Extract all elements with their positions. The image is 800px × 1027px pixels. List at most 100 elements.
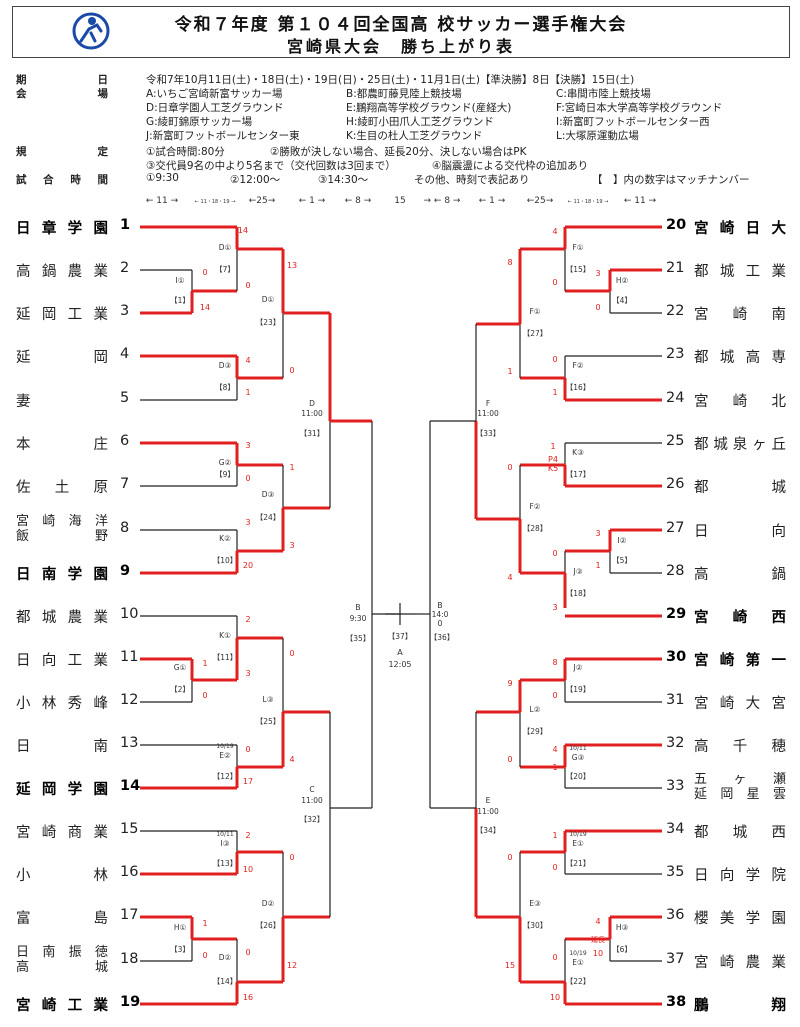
score-label: 1: [552, 763, 557, 772]
score-label: 1: [550, 442, 555, 451]
team-name: 日向工業: [16, 653, 108, 669]
score-label: 4: [595, 917, 600, 926]
team-number: 20: [666, 217, 687, 233]
period-label: 期 日: [16, 74, 108, 86]
venue-label: 会 場: [16, 88, 108, 100]
match-number-note: 【 】内の数字はマッチナンバー: [592, 174, 750, 186]
bracket-label: 【4】: [612, 296, 632, 305]
team-name: 高 千 穂: [694, 739, 786, 755]
score-label: 0: [245, 281, 250, 290]
score-label: 1: [289, 463, 294, 472]
score-label: 4: [552, 227, 557, 236]
date-row-right: → ← 8 →: [424, 196, 461, 206]
venue-i: I:新富町フットボールセンター西: [556, 116, 710, 128]
team-name: 日南振徳高 城: [16, 945, 108, 975]
federation-logo-icon: [72, 12, 110, 50]
team-number: 17: [120, 907, 139, 923]
time-1: ①9:30: [146, 172, 179, 184]
bracket-label: 10/19: [569, 950, 586, 957]
team-name: 高 鍋: [694, 567, 786, 583]
bracket-label: 12:05: [388, 660, 411, 669]
rule-4: ④脳震盪による交代枠の追加あり: [432, 160, 589, 172]
venue-e: E:鵬翔高等学校グラウンド(産経大): [346, 102, 512, 114]
team-number: 34: [666, 821, 685, 837]
score-label: 3: [552, 603, 557, 612]
score-label: 1: [245, 388, 250, 397]
team-number: 7: [120, 476, 130, 492]
score-label: 0: [507, 463, 512, 472]
title-box: 令和７年度 第１０４回全国高 校サッカー選手権大会 宮崎県大会 勝ち上がり表: [12, 6, 790, 58]
team-number: 3: [120, 303, 130, 319]
bracket-label: G①: [174, 663, 187, 672]
bracket-label: E②: [219, 751, 231, 760]
bracket-label: D①: [262, 295, 275, 304]
bracket-label: F①: [529, 307, 540, 316]
team-number: 21: [666, 260, 685, 276]
score-label: 0: [289, 366, 294, 375]
tournament-info: 期 日 令和7年10月11日(土)・18日(土)・19日(日)・25日(土)・1…: [0, 70, 800, 190]
score-label: 13: [287, 261, 297, 270]
bracket-label: 【25】: [256, 717, 281, 726]
team-number: 5: [120, 390, 130, 406]
bracket-label: 【17】: [566, 470, 591, 479]
team-number: 25: [666, 433, 685, 449]
bracket-label: 11:00: [477, 409, 499, 418]
score-label: 3: [595, 529, 600, 538]
bracket-label: 【13】: [213, 859, 238, 868]
bracket-label: B: [355, 603, 360, 612]
bracket-label: 【15】: [566, 265, 591, 274]
team-name: 延 岡: [16, 350, 108, 366]
team-name: 高鍋農業: [16, 264, 108, 280]
team-name: 日南学園: [16, 567, 108, 583]
score-label: 0: [552, 953, 557, 962]
bracket-label: G③: [572, 753, 585, 762]
team-name: 妻: [16, 394, 31, 410]
bracket-label: B: [437, 601, 442, 610]
bracket-label: H③: [616, 923, 629, 932]
score-label: 12: [287, 961, 297, 970]
score-label: 3: [245, 518, 250, 527]
team-number: 9: [120, 563, 131, 579]
venue-l: L:大塚原運動広場: [556, 130, 639, 142]
team-number: 26: [666, 476, 685, 492]
team-name: 本 庄: [16, 437, 108, 453]
score-label: 0: [507, 755, 512, 764]
team-name: 宮崎商業: [16, 825, 108, 841]
bracket-label: K②: [219, 534, 231, 543]
team-number: 2: [120, 260, 130, 276]
bracket-label: I②: [618, 536, 627, 545]
score-label: 14: [200, 303, 210, 312]
bracket-label: 0: [438, 619, 443, 628]
bracket-label: 【11】: [213, 653, 238, 662]
time-2: ②12:00～: [230, 174, 281, 186]
bracket-label: 【34】: [476, 826, 501, 835]
bracket-label: J②: [573, 663, 583, 672]
bracket-label: D③: [219, 361, 232, 370]
bracket-label: 10/11: [569, 745, 586, 752]
date-row-left: ← 11・18・19 →: [195, 199, 236, 205]
score-label: 15: [505, 961, 515, 970]
team-name: 宮 崎 西: [694, 610, 786, 626]
bracket-label: 【16】: [566, 383, 591, 392]
extra-time-label: 延長: [591, 935, 605, 944]
score-label: 1: [202, 659, 207, 668]
team-number: 28: [666, 563, 685, 579]
bracket-label: 【12】: [213, 772, 238, 781]
team-number: 14: [120, 778, 141, 794]
team-number: 11: [120, 649, 139, 665]
venue-f: F:宮崎日本大学高等学校グラウンド: [556, 102, 723, 114]
bracket-label: D②: [219, 953, 232, 962]
bracket-label: 10/11: [216, 831, 233, 838]
score-label: 4: [289, 755, 294, 764]
team-name: 宮崎農業: [694, 955, 786, 971]
date-row-left: 15: [394, 196, 405, 206]
bracket-label: 【18】: [566, 589, 591, 598]
bracket-label: D①: [219, 243, 232, 252]
score-label: 20: [243, 561, 253, 570]
bracket-label: 【14】: [213, 977, 238, 986]
bracket-label: 10/19: [569, 831, 586, 838]
page-title: 令和７年度 第１０４回全国高 校サッカー選手権大会: [174, 15, 628, 35]
team-name-secondary: 延岡星雲: [694, 787, 786, 802]
team-number: 15: [120, 821, 139, 837]
date-row-right: ← 11・18・19 →: [568, 199, 609, 205]
